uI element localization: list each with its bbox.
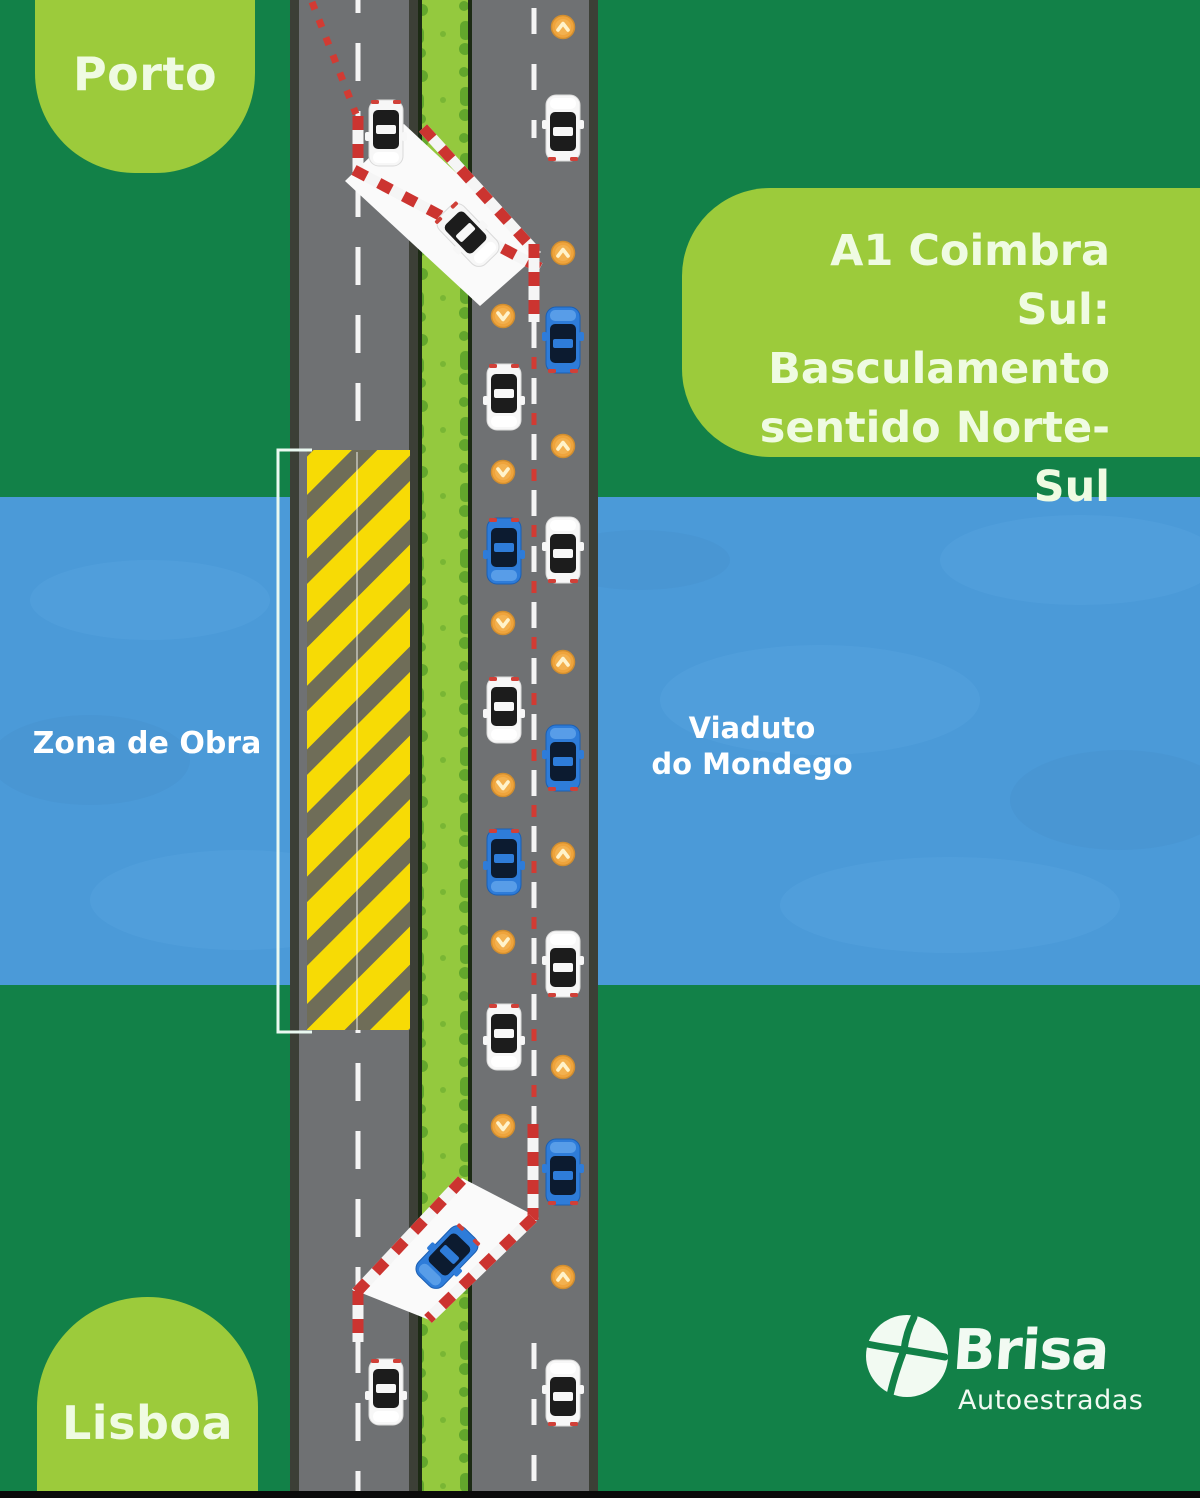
lisboa-bubble: Lisboa bbox=[37, 1297, 258, 1498]
car-white bbox=[482, 363, 526, 431]
brisa-sphere-icon bbox=[863, 1313, 949, 1399]
direction-badge-down-icon bbox=[489, 458, 517, 486]
lisboa-label: Lisboa bbox=[61, 1395, 234, 1450]
direction-badge-up-icon bbox=[549, 648, 577, 676]
title-bubble: A1 Coimbra Sul: Basculamento sentido Nor… bbox=[682, 188, 1200, 512]
work-zone-hatch bbox=[307, 450, 410, 1030]
direction-badge-up-icon bbox=[549, 1263, 577, 1291]
brisa-wordmark: Brisa bbox=[950, 1318, 1111, 1383]
bottom-black-bar bbox=[0, 1491, 1200, 1498]
car-white bbox=[482, 1003, 526, 1071]
direction-badge-down-icon bbox=[489, 771, 517, 799]
car-blue bbox=[541, 1138, 585, 1206]
car-white bbox=[364, 1358, 408, 1426]
work-zone-bracket bbox=[276, 448, 312, 1034]
direction-badge-up-icon bbox=[549, 840, 577, 868]
direction-badge-up-icon bbox=[549, 13, 577, 41]
direction-badge-up-icon bbox=[549, 432, 577, 460]
car-blue bbox=[482, 517, 526, 585]
direction-badge-down-icon bbox=[489, 302, 517, 330]
title-line-2: Basculamento bbox=[768, 344, 1110, 394]
viaduct-label-line-2: do Mondego bbox=[651, 747, 853, 781]
direction-badge-down-icon bbox=[489, 928, 517, 956]
barrier bbox=[351, 1124, 539, 1342]
title-line-3: sentido Norte-Sul bbox=[759, 403, 1110, 512]
car-white bbox=[541, 516, 585, 584]
car-white bbox=[364, 99, 408, 167]
car-blue bbox=[541, 306, 585, 374]
direction-badge-down-icon bbox=[489, 1112, 517, 1140]
car-white bbox=[482, 676, 526, 744]
car-white bbox=[541, 94, 585, 162]
car-white bbox=[541, 1359, 585, 1427]
direction-badge-down-icon bbox=[489, 609, 517, 637]
brisa-subtitle: Autoestradas bbox=[958, 1385, 1144, 1416]
car-white bbox=[541, 930, 585, 998]
viaduct-label: Viaduto do Mondego bbox=[632, 710, 872, 782]
work-zone-label: Zona de Obra bbox=[32, 726, 262, 761]
porto-label: Porto bbox=[72, 46, 218, 101]
car-blue bbox=[482, 828, 526, 896]
viaduct-label-line-1: Viaduto bbox=[688, 711, 816, 745]
title-line-1: A1 Coimbra Sul: bbox=[830, 226, 1110, 335]
direction-badge-up-icon bbox=[549, 1053, 577, 1081]
taper-dotted-line bbox=[308, 0, 360, 116]
porto-bubble: Porto bbox=[35, 0, 255, 173]
work-zone bbox=[276, 448, 410, 1034]
car-blue bbox=[541, 724, 585, 792]
direction-badge-up-icon bbox=[549, 239, 577, 267]
